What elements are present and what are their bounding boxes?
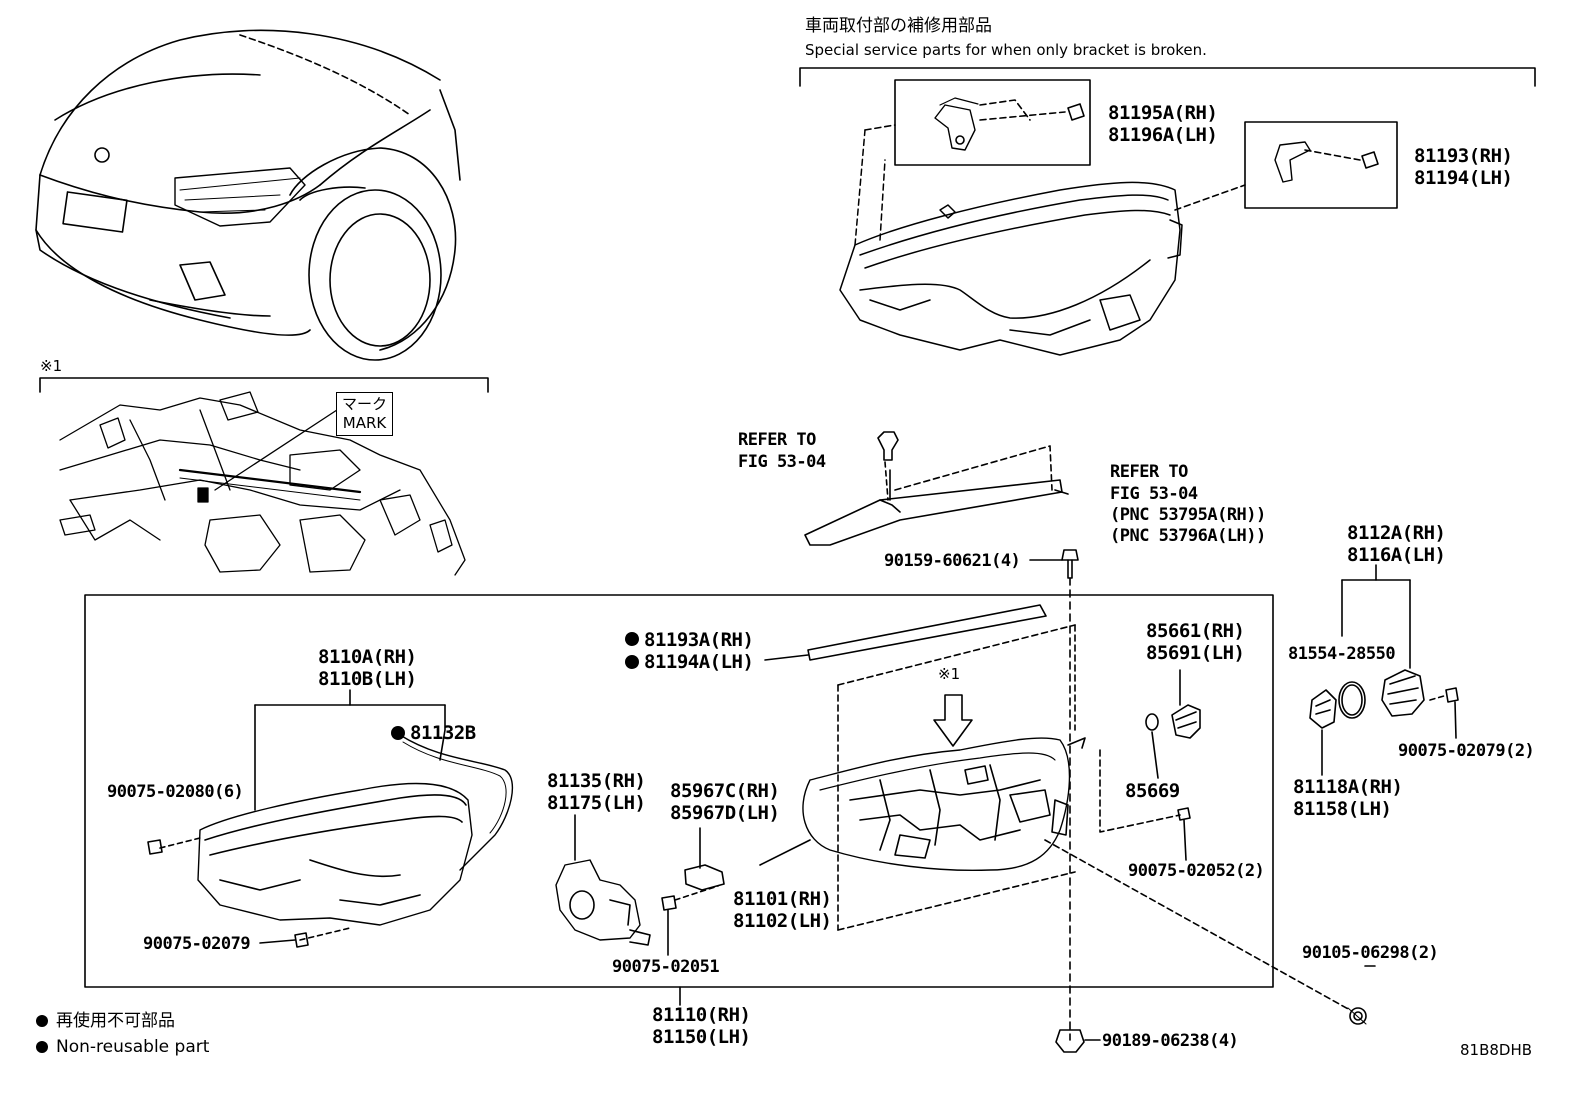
bracket-box-81193: [1174, 121, 1398, 211]
part-90075-02080: 90075-02080(6): [107, 782, 244, 802]
refer-right-line4: (PNC 53796A(LH)): [1110, 526, 1266, 546]
inset-bracket: [39, 377, 489, 393]
part-85691: 85691(LH): [1146, 642, 1245, 664]
special-service-bracket: [799, 67, 1536, 87]
legend-nonreusable-jp: 再使用不可部品: [56, 1011, 175, 1031]
part-81193A: 81193A(RH): [644, 629, 754, 651]
screw-90159: [1029, 549, 1079, 1041]
clip-90189: [1055, 1029, 1101, 1053]
part-81102: 81102(LH): [733, 910, 832, 932]
main-assembly-frame: [84, 594, 1274, 988]
part-81101: 81101(RH): [733, 888, 832, 910]
part-90159-60621: 90159-60621(4): [884, 551, 1021, 571]
refer-right-line1: REFER TO: [1110, 462, 1188, 482]
part-8112A: 8112A(RH): [1347, 522, 1446, 544]
part-90075-02079-2: 90075-02079(2): [1398, 741, 1535, 761]
part-90189-06238: 90189-06238(4): [1102, 1031, 1239, 1051]
legend-nonreusable-en: Non-reusable part: [56, 1037, 210, 1057]
housing-81101: [759, 624, 1351, 1011]
part-8110A: 8110A(RH): [318, 646, 417, 668]
figure-code: 81B8DHB: [1460, 1041, 1533, 1059]
bolt-90105: [1347, 965, 1376, 1025]
special-service-title-jp: 車両取付部の補修用部品: [805, 16, 992, 36]
refer-right-line3: (PNC 53795A(RH)): [1110, 505, 1266, 525]
part-81194A: 81194A(LH): [644, 651, 754, 673]
mark-box: マーク MARK: [336, 392, 394, 436]
part-81158: 81158(LH): [1293, 798, 1392, 820]
special-service-title-en: Special service parts for when only brac…: [805, 41, 1207, 59]
reference-mark-arrow: ※1: [938, 665, 961, 683]
part-81195A: 81195A(RH): [1108, 102, 1218, 124]
legend-bullet-en: [36, 1041, 48, 1053]
module-81135: [555, 814, 651, 946]
part-90075-02051: 90075-02051: [612, 957, 720, 977]
legend-bullet-jp: [36, 1015, 48, 1027]
screw-90075-02052: [1177, 807, 1191, 861]
part-85661: 85661(RH): [1146, 620, 1245, 642]
part-81554-28550: 81554-28550: [1288, 644, 1396, 664]
part-90075-02079: 90075-02079: [143, 934, 251, 954]
part-81118A: 81118A(RH): [1293, 776, 1403, 798]
socket-85661: [1145, 669, 1201, 779]
ecu-85967: [661, 827, 725, 956]
nonreusable-bullet-81132B: [391, 726, 405, 740]
car-front-illustration: [35, 29, 461, 361]
mark-label-en: MARK: [342, 414, 387, 432]
bulb-group-8112: [1309, 564, 1459, 776]
part-90105-06298: 90105-06298(2): [1302, 943, 1439, 963]
mark-label-jp: マーク: [342, 395, 388, 413]
part-8110B: 8110B(LH): [318, 668, 417, 690]
lens-8110: [147, 689, 514, 948]
headlamp-top: [839, 129, 1183, 356]
bracket-box-81195: [864, 79, 1091, 166]
part-81196A: 81196A(LH): [1108, 124, 1218, 146]
seal-strip: [764, 604, 1047, 661]
refer-left-line2: FIG 53-04: [738, 452, 826, 472]
garnish-panel: [804, 431, 1069, 546]
part-90075-02052: 90075-02052(2): [1128, 861, 1265, 881]
part-81135: 81135(RH): [547, 770, 646, 792]
reference-mark: ※1: [40, 357, 63, 375]
nonreusable-bullet-81194A: [625, 655, 639, 669]
part-81175: 81175(LH): [547, 792, 646, 814]
nonreusable-bullet-81193A: [625, 632, 639, 646]
part-81132B: 81132B: [410, 722, 476, 744]
part-81150: 81150(LH): [652, 1026, 751, 1048]
part-85967D: 85967D(LH): [670, 802, 780, 824]
part-81110: 81110(RH): [652, 1004, 751, 1026]
part-81194: 81194(LH): [1414, 167, 1513, 189]
refer-right-line2: FIG 53-04: [1110, 484, 1198, 504]
part-85967C: 85967C(RH): [670, 780, 780, 802]
part-81193: 81193(RH): [1414, 145, 1513, 167]
part-8116A: 8116A(LH): [1347, 544, 1446, 566]
part-85669: 85669: [1125, 780, 1180, 802]
refer-left-line1: REFER TO: [738, 430, 816, 450]
inset-mount-sketch: [59, 391, 466, 576]
